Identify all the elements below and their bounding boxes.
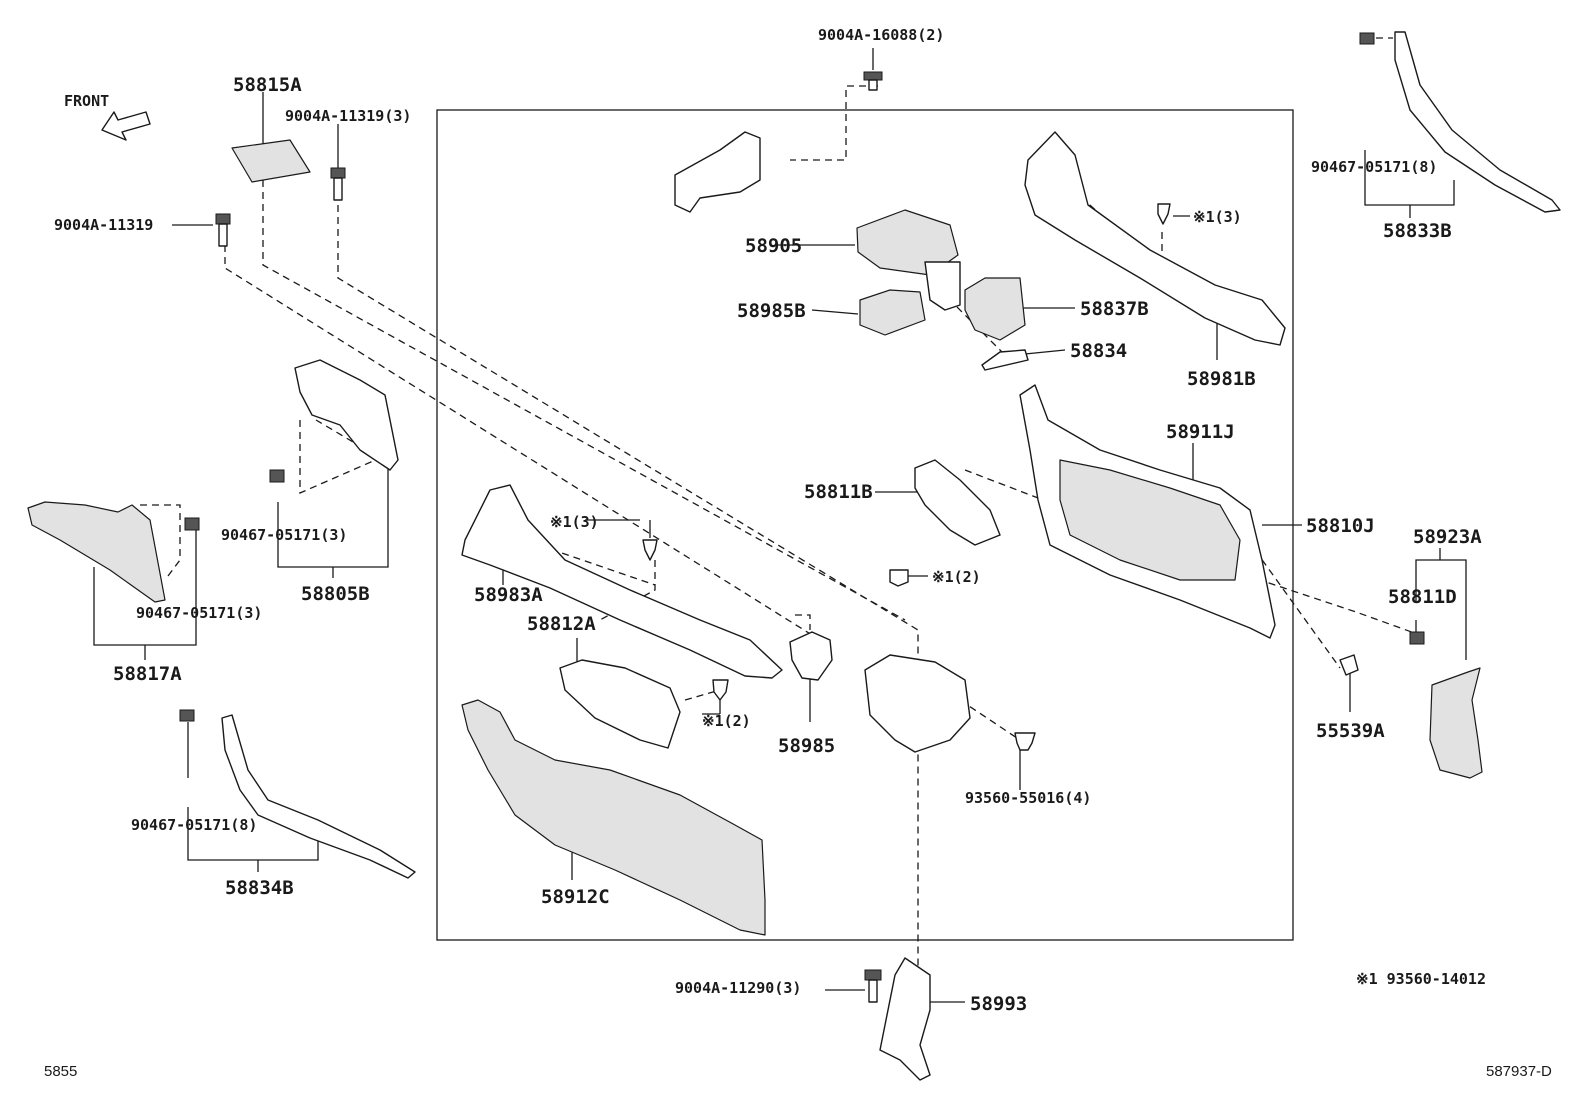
part-58983A — [461, 484, 783, 679]
clip-mark-mid — [889, 569, 909, 587]
solid-leaders — [93, 48, 1467, 1003]
bolt-9004A-11319 — [215, 213, 231, 247]
footer-left-code: 5855 — [44, 1063, 77, 1080]
label-58993: 58993 — [970, 993, 1027, 1015]
label-note: ※1 93560-14012 — [1356, 970, 1486, 988]
label-58810J: 58810J — [1306, 515, 1375, 537]
label-55539A: 55539A — [1316, 720, 1385, 742]
label-58923A: 58923A — [1413, 526, 1482, 548]
label-mark-left: ※1(3) — [550, 513, 599, 531]
label-58837B: 58837B — [1080, 298, 1149, 320]
label-58812A: 58812A — [527, 613, 596, 635]
clip-mark-low — [712, 679, 729, 701]
part-58812A — [559, 659, 681, 749]
label-mark-low: ※1(2) — [702, 712, 751, 730]
part-58834B — [221, 714, 416, 879]
part-58981B — [1024, 131, 1286, 346]
label-9004A-16088: 9004A-16088(2) — [818, 26, 944, 44]
part-58985 — [789, 631, 833, 681]
part-center-box — [864, 654, 971, 753]
label-9004A-11290: 9004A-11290(3) — [675, 979, 801, 997]
part-58805B — [294, 359, 399, 471]
part-58811B — [914, 459, 1001, 546]
label-mark-mid: ※1(2) — [932, 568, 981, 586]
label-90467-05171-3-a: 90467-05171(3) — [221, 526, 347, 544]
label-90467-05171-8-low: 90467-05171(8) — [131, 816, 257, 834]
label-58981B: 58981B — [1187, 368, 1256, 390]
label-93560-55016: 93560-55016(4) — [965, 789, 1091, 807]
lid-hinge — [924, 261, 961, 311]
label-9004A-11319: 9004A-11319 — [54, 216, 153, 234]
bolt-9004A-11290 — [864, 969, 882, 1003]
clip-58834B — [179, 709, 195, 722]
screw-93560-55016 — [1014, 732, 1036, 751]
part-58815A — [231, 139, 311, 183]
part-58985B — [859, 289, 926, 336]
part-55539A — [1339, 654, 1359, 676]
label-58983A: 58983A — [474, 584, 543, 606]
part-58833B — [1394, 31, 1561, 213]
part-top-bracket — [674, 131, 761, 213]
label-58905: 58905 — [745, 235, 802, 257]
label-58805B: 58805B — [301, 583, 370, 605]
label-58911J: 58911J — [1166, 421, 1235, 443]
part-58923A — [1429, 667, 1483, 779]
label-58912C: 58912C — [541, 886, 610, 908]
label-58815A: 58815A — [233, 74, 302, 96]
label-58834B: 58834B — [225, 877, 294, 899]
label-58817A: 58817A — [113, 663, 182, 685]
label-9004A-11319-3: 9004A-11319(3) — [285, 107, 411, 125]
label-58811B: 58811B — [804, 481, 873, 503]
label-58811D: 58811D — [1388, 586, 1457, 608]
front-arrow-icon: FRONT — [64, 92, 151, 141]
part-58834 — [981, 349, 1029, 371]
label-90467-05171-8-top: 90467-05171(8) — [1311, 158, 1437, 176]
part-58817A — [27, 501, 166, 603]
label-58834: 58834 — [1070, 340, 1127, 362]
part-58993 — [879, 957, 931, 1081]
footer-right-code: 587937-D — [1486, 1063, 1552, 1080]
label-90467-05171-3-b: 90467-05171(3) — [136, 604, 262, 622]
label-58833B: 58833B — [1383, 220, 1452, 242]
label-mark-top-right: ※1(3) — [1193, 208, 1242, 226]
clip-58811D — [1409, 631, 1425, 645]
label-58985B: 58985B — [737, 300, 806, 322]
bolt-9004A-11319-3 — [330, 167, 346, 201]
clip-mark-top-right — [1157, 203, 1171, 225]
part-58911J-mesh — [1059, 459, 1241, 581]
clip-mark-left — [642, 539, 658, 561]
clip-58833B — [1359, 32, 1375, 45]
part-58912C — [461, 699, 766, 936]
front-label: FRONT — [64, 92, 109, 110]
clip-58817A — [184, 517, 200, 531]
screw-9004A-16088 — [863, 71, 883, 91]
clip-58805B — [269, 469, 285, 483]
part-58837B — [964, 277, 1026, 341]
label-58985: 58985 — [778, 735, 835, 757]
